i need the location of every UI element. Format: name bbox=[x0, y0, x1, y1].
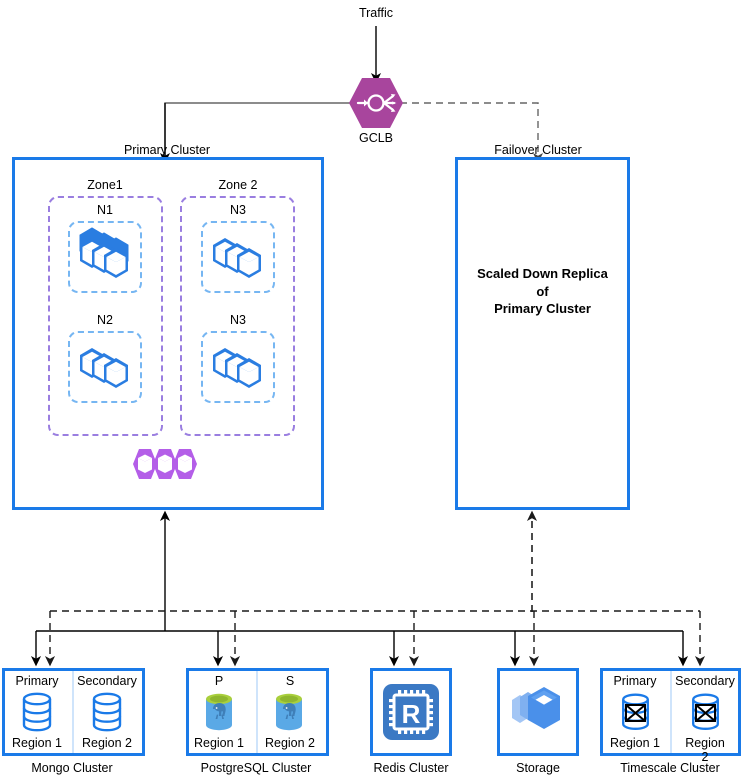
timescale-db-icon bbox=[621, 693, 650, 731]
node-n3b-label: N3 bbox=[230, 313, 246, 327]
mongo-db-icon bbox=[92, 692, 122, 732]
timescale-divider bbox=[670, 671, 672, 753]
kubernetes-nodes-icon bbox=[76, 343, 134, 393]
redis-memorystore-icon: R bbox=[381, 682, 441, 742]
mongo-secondary-region: Region 2 bbox=[81, 736, 133, 750]
wire-solid-bus bbox=[30, 630, 689, 667]
mongo-primary-role: Primary bbox=[15, 674, 59, 688]
postgresql-elephant-icon bbox=[204, 692, 234, 732]
mongo-db-icon bbox=[22, 692, 52, 732]
kubernetes-nodes-icon bbox=[209, 233, 267, 283]
failover-cluster-label: Failover Cluster bbox=[494, 143, 582, 157]
node-n1-container[interactable] bbox=[68, 221, 142, 293]
node-n3b-container[interactable] bbox=[201, 331, 275, 403]
node-n1-label: N1 bbox=[97, 203, 113, 217]
cloud-storage-icon bbox=[508, 686, 570, 742]
zone2-label: Zone 2 bbox=[218, 178, 258, 192]
node-n3a-container[interactable] bbox=[201, 221, 275, 293]
failover-cluster-body: Scaled Down Replica of Primary Cluster bbox=[455, 265, 630, 318]
zone-1-container[interactable] bbox=[48, 196, 163, 436]
postgres-divider bbox=[256, 671, 258, 753]
failover-body-line-2: of bbox=[536, 283, 549, 299]
postgres-secondary-role: S bbox=[285, 674, 295, 688]
wire-dashed-bus bbox=[44, 610, 706, 667]
traffic-label: Traffic bbox=[358, 6, 394, 20]
postgresql-cluster-name: PostgreSQL Cluster bbox=[200, 761, 312, 775]
timescale-primary-region: Region 1 bbox=[609, 736, 661, 750]
zone-2-container[interactable] bbox=[180, 196, 295, 436]
gclb-icon bbox=[348, 76, 404, 130]
postgres-primary-region: Region 1 bbox=[193, 736, 245, 750]
postgresql-elephant-icon bbox=[274, 692, 304, 732]
timescale-primary-role: Primary bbox=[613, 674, 657, 688]
failover-body-line-1: Scaled Down Replica bbox=[477, 266, 608, 281]
mongo-primary-region: Region 1 bbox=[11, 736, 63, 750]
timescale-cluster-name: Timescale Cluster bbox=[620, 761, 720, 775]
timescale-db-icon bbox=[691, 693, 720, 731]
timescale-secondary-role: Secondary bbox=[675, 674, 735, 688]
postgres-secondary-region: Region 2 bbox=[264, 736, 316, 750]
failover-cluster-box[interactable] bbox=[455, 157, 630, 510]
mongo-secondary-role: Secondary bbox=[77, 674, 137, 688]
timescale-secondary-region: Region 2 bbox=[685, 736, 725, 764]
mongo-cluster-name: Mongo Cluster bbox=[31, 761, 113, 775]
primary-cluster-label: Primary Cluster bbox=[123, 143, 211, 157]
gclb-label: GCLB bbox=[358, 131, 394, 145]
purple-pods-icon bbox=[131, 447, 201, 481]
kubernetes-nodes-icon bbox=[209, 343, 267, 393]
mongo-divider bbox=[72, 671, 74, 753]
failover-body-line-3: Primary Cluster bbox=[494, 301, 591, 317]
svg-text:R: R bbox=[402, 699, 421, 729]
node-n2-label: N2 bbox=[97, 313, 113, 327]
storage-name: Storage bbox=[516, 761, 560, 775]
redis-cluster-name: Redis Cluster bbox=[373, 761, 449, 775]
zone1-label: Zone1 bbox=[87, 178, 123, 192]
kubernetes-nodes-icon bbox=[76, 227, 134, 283]
node-n3a-label: N3 bbox=[230, 203, 246, 217]
node-n2-container[interactable] bbox=[68, 331, 142, 403]
postgres-primary-role: P bbox=[214, 674, 224, 688]
